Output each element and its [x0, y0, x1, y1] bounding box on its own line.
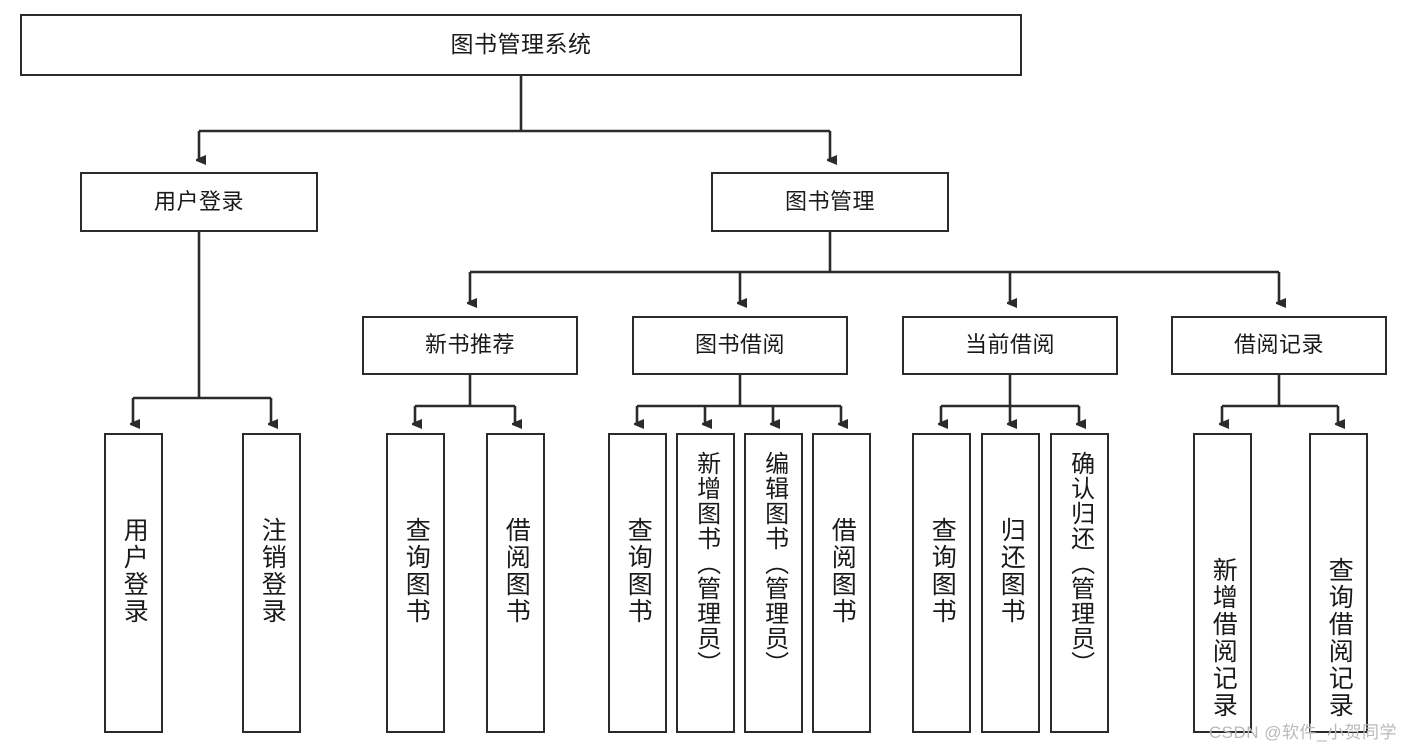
node-book-manage[interactable]: 图书管理	[711, 172, 949, 232]
node-label: 查询借阅记录	[1325, 557, 1354, 719]
leaf-borrow-book-borrow[interactable]: 借阅图书	[812, 433, 871, 733]
node-label: 借阅图书	[502, 517, 531, 625]
leaf-query-book-borrow[interactable]: 查询图书	[608, 433, 667, 733]
leaf-confirm-return-admin[interactable]: 确认归还（管理员）	[1050, 433, 1109, 733]
leaf-add-borrow-record[interactable]: 新增借阅记录	[1193, 433, 1252, 733]
node-label: 新书推荐	[424, 332, 515, 358]
node-root-system[interactable]: 图书管理系统	[20, 14, 1022, 76]
node-user-login[interactable]: 用户登录	[80, 172, 318, 232]
node-label: 用户登录	[153, 188, 244, 214]
node-label: 当前借阅	[964, 332, 1055, 358]
leaf-query-borrow-record[interactable]: 查询借阅记录	[1309, 433, 1368, 733]
leaf-query-book-recommend[interactable]: 查询图书	[386, 433, 445, 733]
node-book-borrow[interactable]: 图书借阅	[632, 316, 848, 375]
leaf-add-book-admin[interactable]: 新增图书（管理员）	[676, 433, 735, 733]
node-label: 图书借阅	[694, 332, 785, 358]
node-label: 用户登录	[120, 517, 149, 625]
node-new-book-recommend[interactable]: 新书推荐	[362, 316, 578, 375]
leaf-edit-book-admin[interactable]: 编辑图书（管理员）	[744, 433, 803, 733]
node-label: 借阅记录	[1233, 332, 1324, 358]
leaf-borrow-book-recommend[interactable]: 借阅图书	[486, 433, 545, 733]
node-label: 查询图书	[402, 517, 431, 625]
leaf-return-book[interactable]: 归还图书	[981, 433, 1040, 733]
leaf-query-book-current[interactable]: 查询图书	[912, 433, 971, 733]
node-label: 确认归还（管理员）	[1066, 451, 1094, 676]
node-label: 新增图书（管理员）	[692, 451, 720, 676]
csdn-watermark: CSDN @软件_小贺同学	[1208, 723, 1397, 742]
node-label: 编辑图书（管理员）	[760, 451, 788, 676]
node-label: 借阅图书	[828, 517, 857, 625]
node-label: 新增借阅记录	[1209, 557, 1238, 719]
node-label: 查询图书	[928, 517, 957, 625]
node-label: 图书管理	[784, 188, 875, 214]
node-current-borrow[interactable]: 当前借阅	[902, 316, 1118, 375]
node-label: 图书管理系统	[450, 31, 592, 58]
node-label: 查询图书	[624, 517, 653, 625]
node-label: 归还图书	[997, 517, 1026, 625]
leaf-user-login[interactable]: 用户登录	[104, 433, 163, 733]
node-label: 注销登录	[258, 517, 287, 625]
node-borrow-record[interactable]: 借阅记录	[1171, 316, 1387, 375]
leaf-logout-login[interactable]: 注销登录	[242, 433, 301, 733]
